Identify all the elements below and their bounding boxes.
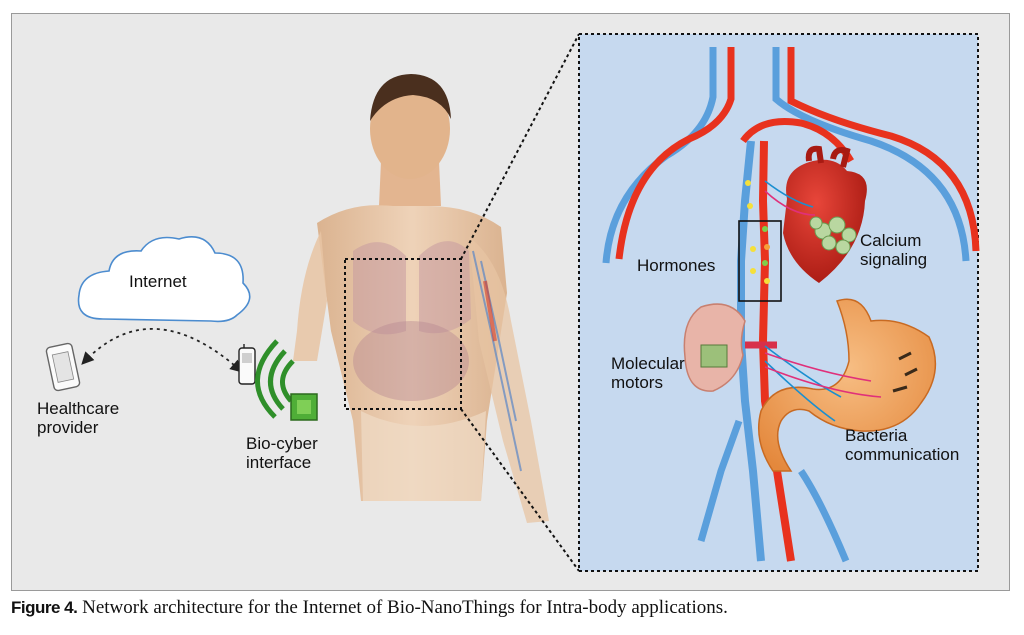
figure-caption: Figure 4. Network architecture for the I… xyxy=(11,597,1011,619)
zoom-selection-box xyxy=(344,258,462,410)
bacteria-communication-label: Bacteria communication xyxy=(845,426,960,464)
hormone-particles xyxy=(745,180,770,284)
hormone-selection-box xyxy=(738,220,782,302)
human-body-figure xyxy=(293,74,549,523)
lungs xyxy=(353,241,471,335)
stomach-illustration xyxy=(758,298,937,472)
kidney-illustration xyxy=(683,303,777,392)
healthcare-provider-label: Healthcare provider xyxy=(37,399,120,437)
molecular-motor-grid xyxy=(700,344,728,368)
diagram xyxy=(45,33,980,572)
healthcare-device-icon xyxy=(45,342,81,392)
mobile-phone-icon xyxy=(238,344,256,385)
arm-artery xyxy=(483,280,497,342)
left-arm xyxy=(293,231,327,361)
calcium-signaling-label: Calcium signaling xyxy=(860,231,928,269)
hair xyxy=(370,74,451,121)
pelvis xyxy=(361,411,486,501)
bio-cyber-interface-label: Bio-cyber interface xyxy=(246,434,318,472)
nano-interface-chip-icon xyxy=(290,393,318,421)
figure-number: Figure 4. xyxy=(11,598,78,617)
abdomen-organs xyxy=(353,321,469,401)
figure-panel: Internet Healthcare provider Bio-cyber i… xyxy=(11,13,1010,591)
calcium-cell-cluster xyxy=(809,216,857,255)
internet-cloud xyxy=(77,236,251,323)
signaling-fibers xyxy=(764,180,882,422)
hormones-label: Hormones xyxy=(637,256,716,275)
head xyxy=(370,79,450,179)
internet-label: Internet xyxy=(129,272,187,291)
internet-link-arrow xyxy=(81,328,243,373)
zoom-line-top xyxy=(460,33,580,260)
caption-text: Network architecture for the Internet of… xyxy=(77,597,728,618)
signal-waves xyxy=(255,339,295,419)
heart-illustration xyxy=(783,145,867,283)
molecular-motors-label: Molecular motors xyxy=(611,354,685,392)
